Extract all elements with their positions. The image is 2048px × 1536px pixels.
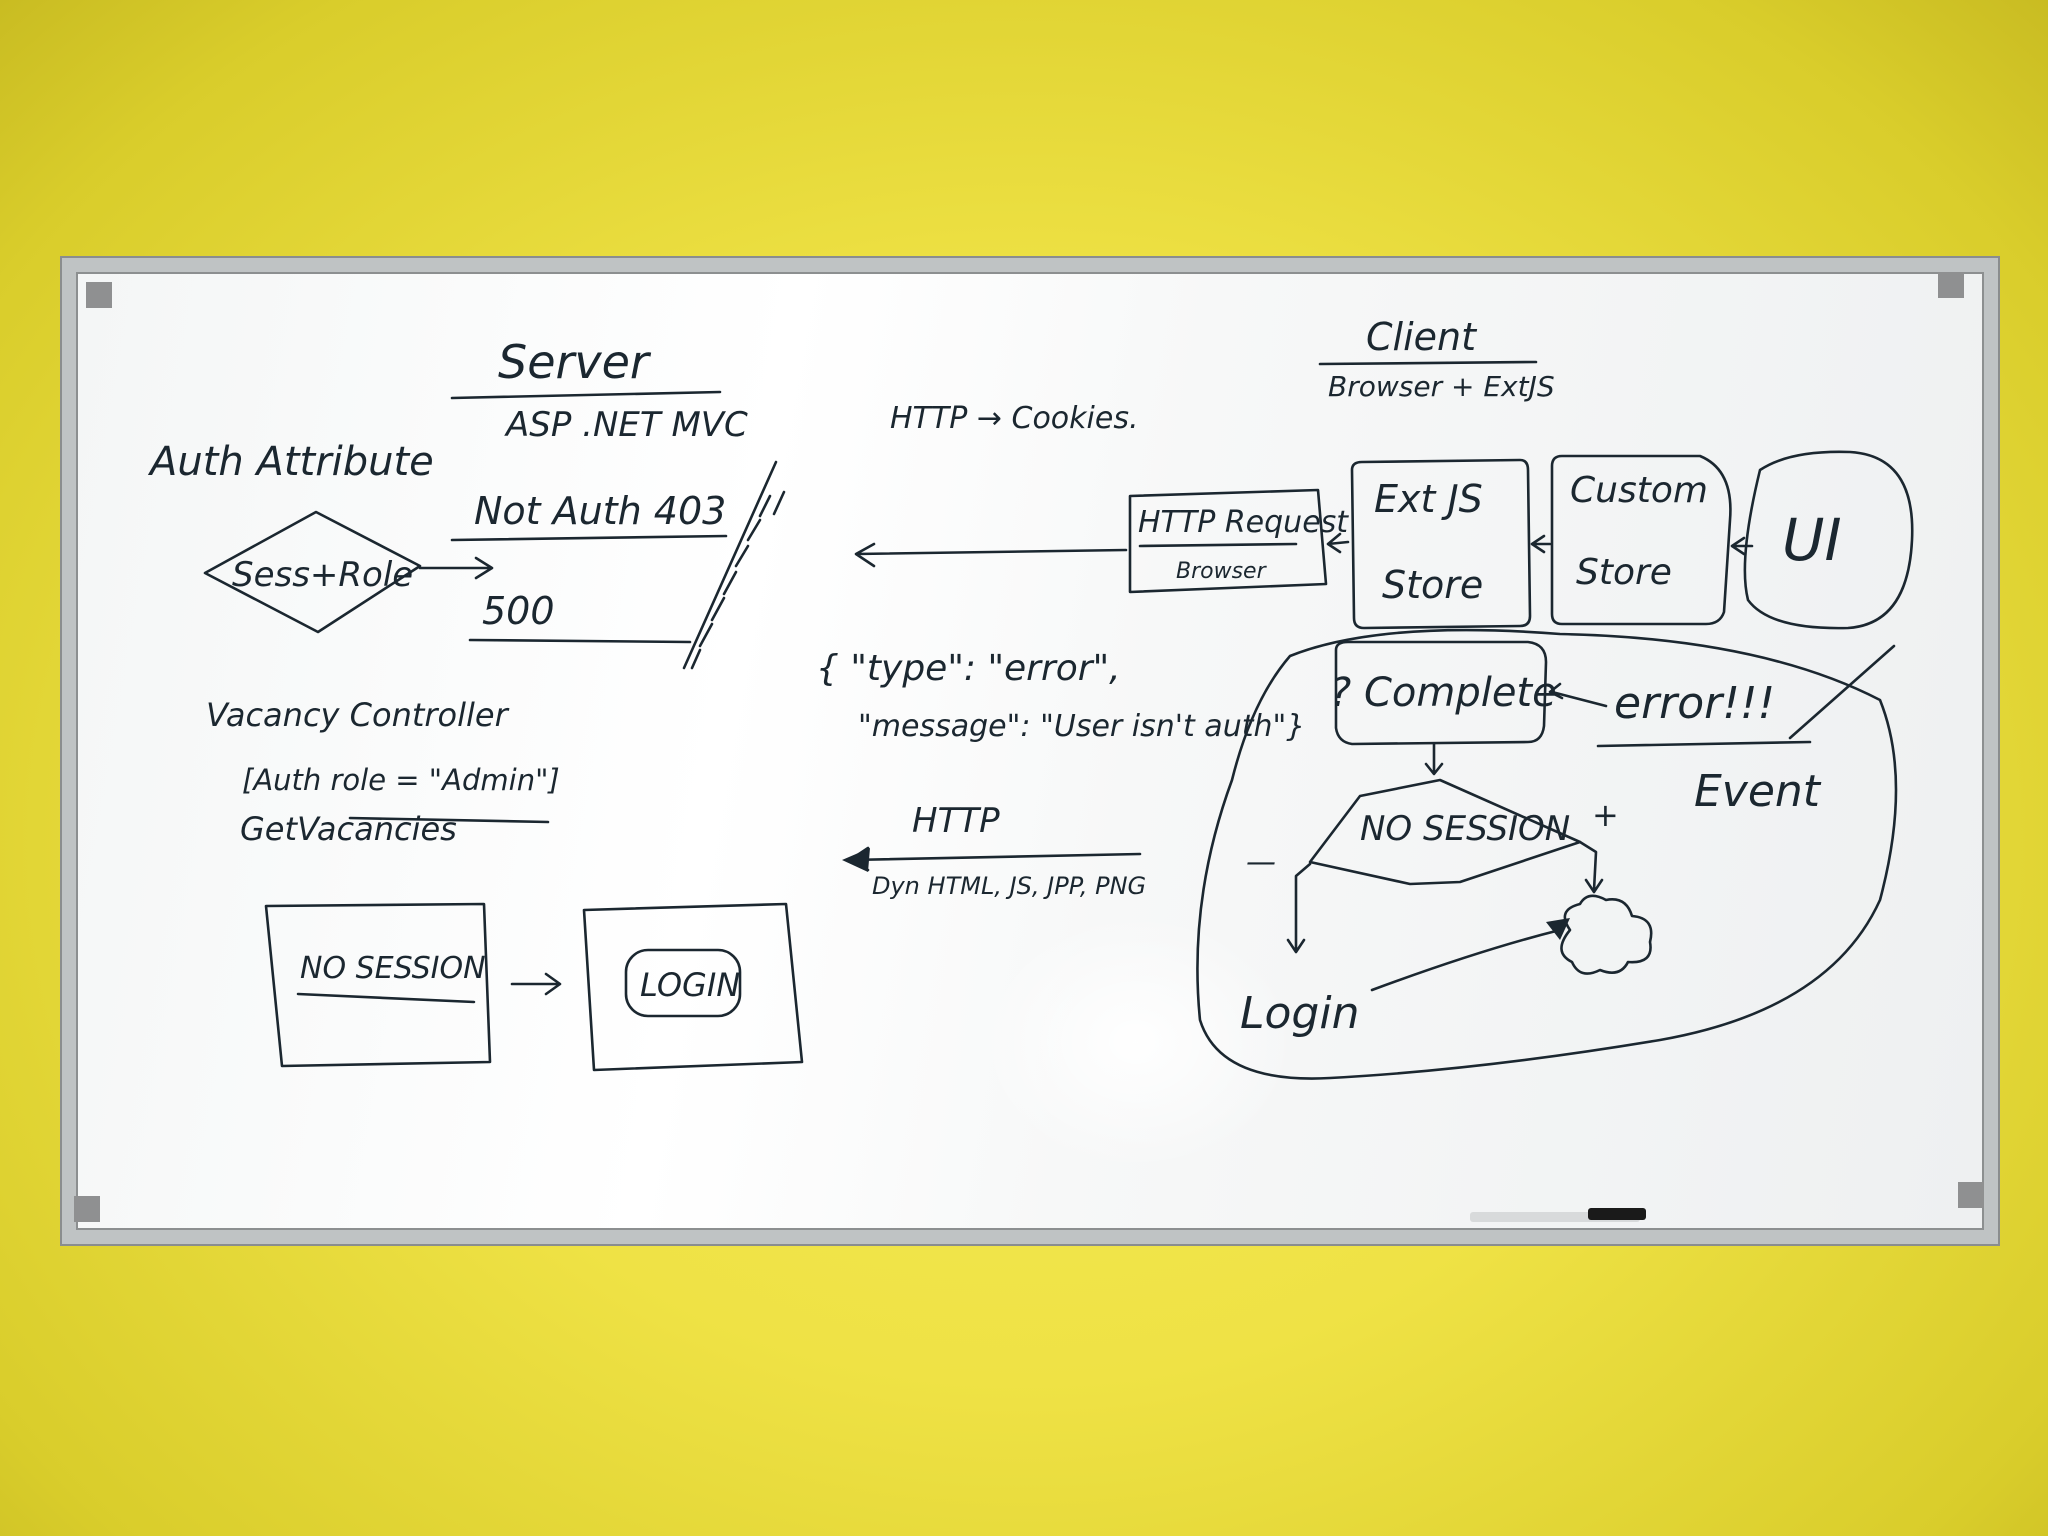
json-line-1: { "type": "error", [816, 648, 1121, 689]
http-request-box [1128, 488, 1328, 594]
error-label: error!!! [1614, 678, 1775, 729]
custom-store-line1: Custom [1570, 470, 1708, 511]
client-underline [1318, 360, 1538, 366]
decision-plus: + [1592, 796, 1619, 834]
custom-to-extjs-arrow [1530, 534, 1552, 554]
error-underline [1596, 740, 1812, 748]
extjs-store-line1: Ext JS [1374, 477, 1483, 521]
http-request-label: HTTP Request [1138, 505, 1349, 540]
session-role-label: Sess+Role [232, 555, 413, 595]
board-corner-tr [1938, 272, 1964, 298]
session-decision-label: NO SESSION [1360, 809, 1570, 849]
board-hook-right [1876, 258, 1894, 266]
login-to-cloud-arrowhead [1546, 918, 1570, 940]
server-boundary-line [682, 460, 778, 670]
cloud-shape [1560, 894, 1653, 975]
auth-attribute-label: Auth Attribute [147, 439, 434, 485]
client-subtitle: Browser + ExtJS [1328, 370, 1555, 403]
login-box-outer [582, 902, 804, 1072]
no-session-box [264, 902, 492, 1068]
client-title: Client [1366, 315, 1478, 359]
plus-branch-arrow [1578, 840, 1604, 894]
complete-label: ? Complete [1330, 670, 1557, 716]
server-title: Server [498, 335, 652, 389]
vacancy-controller-label: Vacancy Controller [206, 696, 510, 734]
complete-box [1334, 640, 1548, 746]
code-500-underline [468, 638, 692, 644]
ui-label: UI [1782, 506, 1842, 574]
http-arrow-head [842, 848, 870, 872]
http-label: HTTP [912, 801, 1000, 841]
get-vacancies-label: GetVacancies [240, 810, 457, 848]
http-request-divider [1138, 542, 1298, 548]
json-line-2: "message": "User isn't auth"} [858, 709, 1305, 744]
http-cookies-label: HTTP → Cookies. [890, 401, 1139, 436]
error-strike [1788, 644, 1896, 740]
extjs-store-line2: Store [1382, 563, 1483, 607]
no-session-to-login-arrow [510, 972, 562, 996]
board-corner-tl [86, 282, 112, 308]
black-marker [1588, 1208, 1646, 1220]
not-auth-underline [450, 534, 728, 542]
server-subtitle: ASP .NET MVC [504, 405, 748, 445]
board-corner-br [1958, 1182, 1984, 1208]
marker-tray [1470, 1212, 1640, 1222]
light-glare [976, 912, 1296, 1172]
login-client-label: Login [1240, 988, 1359, 1039]
error-to-complete-arrow [1548, 682, 1608, 708]
auth-role-annotation: [Auth role = "Admin"] [242, 763, 560, 797]
boundary-hatching [690, 490, 786, 670]
decision-minus: — [1246, 845, 1276, 880]
extjs-store-box [1350, 458, 1532, 630]
no-session-underline [296, 992, 476, 1004]
browser-label: Browser [1176, 559, 1268, 584]
ui-oval [1743, 450, 1914, 630]
session-role-diamond [203, 510, 422, 634]
client-event-loop [1196, 628, 1898, 1080]
login-box-label: LOGIN [640, 966, 740, 1004]
login-to-cloud-arrow [1370, 928, 1562, 992]
custom-store-box [1550, 454, 1732, 626]
auth-role-underline [348, 816, 550, 824]
http-content-label: Dyn HTML, JS, JPP, PNG [872, 872, 1146, 900]
diamond-arrow [418, 556, 494, 580]
http-arrow-left [848, 846, 1142, 872]
no-session-box-label: NO SESSION [300, 951, 486, 986]
login-box-inner [624, 948, 742, 1018]
ui-to-custom-arrow [1730, 536, 1754, 556]
whiteboard [76, 272, 1984, 1230]
server-underline [450, 390, 722, 400]
custom-store-line2: Store [1576, 552, 1672, 593]
not-auth-label: Not Auth 403 [474, 489, 726, 533]
event-label: Event [1694, 766, 1822, 817]
code-500-label: 500 [482, 589, 555, 633]
board-corner-bl [74, 1196, 100, 1222]
request-arrow-left [854, 542, 1128, 568]
minus-branch-arrow [1286, 862, 1312, 954]
complete-down-arrow [1424, 742, 1444, 776]
extjs-to-request-arrow [1326, 532, 1350, 554]
